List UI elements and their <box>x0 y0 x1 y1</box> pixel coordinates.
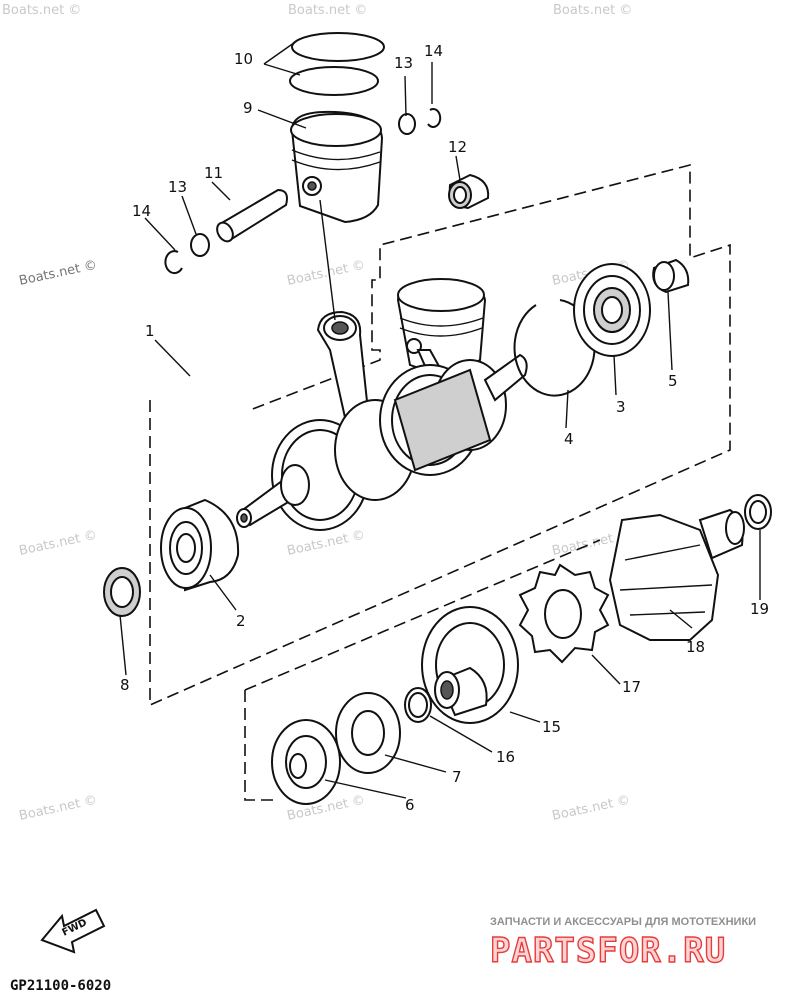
piston-rings <box>289 32 385 96</box>
site-branding: ЗАПЧАСТИ И АКСЕССУАРЫ ДЛЯ МОТОТЕХНИКИ PA… <box>489 916 756 972</box>
callout-14-left: 14 <box>132 202 151 220</box>
watermark: Boats.net © <box>286 258 367 289</box>
callout-14-right: 14 <box>424 42 443 60</box>
callout-3: 3 <box>616 398 626 416</box>
clip-14-left <box>164 250 183 275</box>
callout-7: 7 <box>452 768 462 786</box>
seal-19 <box>744 494 772 530</box>
callout-17: 17 <box>622 678 641 696</box>
callout-18: 18 <box>686 638 705 656</box>
callout-19: 19 <box>750 600 769 618</box>
callout-1: 1 <box>145 322 155 340</box>
left-bearing-parts <box>103 498 240 617</box>
watermark: Boats.net © <box>551 793 632 824</box>
watermark: Boats.net © <box>553 3 632 18</box>
callout-11: 11 <box>204 164 223 182</box>
watermark: Boats.net © <box>18 793 99 824</box>
callout-numbers: 1 2 3 4 5 6 7 8 9 10 11 12 13 14 13 14 1… <box>120 42 769 814</box>
piston-pin-and-clips <box>164 108 442 275</box>
piston-ring-upper <box>291 32 385 62</box>
small-end-bearing <box>448 173 490 210</box>
group-boundaries <box>149 163 731 801</box>
callout-6: 6 <box>405 796 415 814</box>
callout-13-left: 13 <box>168 178 187 196</box>
piston <box>290 110 384 224</box>
brand-tagline: ЗАПЧАСТИ И АКСЕССУАРЫ ДЛЯ МОТОТЕХНИКИ <box>490 916 756 928</box>
watermark: Boats.net © <box>18 258 99 289</box>
clip-14-right <box>427 108 442 128</box>
coupling-18 <box>608 513 720 641</box>
crankcase-group-divider <box>244 539 601 691</box>
o-ring-16 <box>404 687 432 723</box>
callout-4: 4 <box>564 430 574 448</box>
callout-9: 9 <box>243 99 253 117</box>
callout-13-right: 13 <box>394 54 413 72</box>
callout-12: 12 <box>448 138 467 156</box>
fwd-arrow-icon: FWD <box>40 908 106 954</box>
leader-lines <box>119 39 761 799</box>
brand-logo: PARTSFOR.RU <box>490 931 726 971</box>
callout-2: 2 <box>236 612 246 630</box>
coupling-parts <box>271 494 772 805</box>
watermark: Boats.net © <box>286 528 367 559</box>
crankshaft-assembly <box>236 278 528 531</box>
clip-13-left <box>190 233 210 257</box>
crankshaft-group-outline <box>149 163 731 707</box>
callout-15: 15 <box>542 718 561 736</box>
watermark: Boats.net © <box>18 528 99 559</box>
right-bearing-parts <box>513 258 690 397</box>
washer-7 <box>335 692 401 774</box>
piston-ring-lower <box>289 66 379 96</box>
callout-5: 5 <box>668 372 678 390</box>
crankcase-parts-group-outline <box>244 690 275 801</box>
diagram-code: GP21100-6020 <box>10 978 111 994</box>
watermark: Boats.net © <box>288 3 367 18</box>
callout-10: 10 <box>234 50 253 68</box>
callout-16: 16 <box>496 748 515 766</box>
watermark: Boats.net © <box>2 3 81 18</box>
clip-13-right <box>398 113 416 135</box>
callout-8: 8 <box>120 676 130 694</box>
